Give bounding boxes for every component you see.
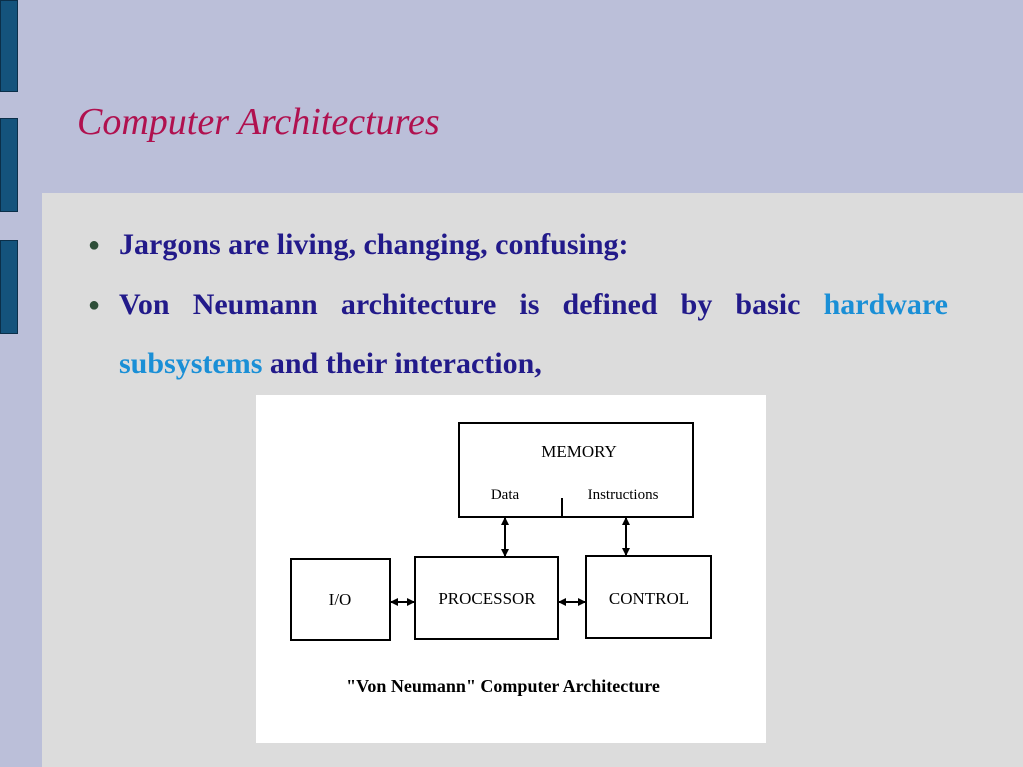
control-box: CONTROL bbox=[585, 555, 712, 639]
bullet-1-text: Jargons are living, changing, confusing: bbox=[119, 228, 629, 261]
diagram-caption: "Von Neumann" Computer Architecture bbox=[346, 676, 660, 696]
control-label: CONTROL bbox=[609, 589, 689, 608]
slide-title: Computer Architectures bbox=[77, 101, 440, 143]
bullet-2-text-after: and their interaction, bbox=[269, 347, 542, 380]
slide-tab-1 bbox=[0, 0, 18, 92]
processor-label: PROCESSOR bbox=[438, 589, 536, 608]
diagram-svg: MEMORY Data Instructions I/O PROCESSOR C… bbox=[290, 422, 712, 696]
memory-data-port-label: Data bbox=[491, 487, 520, 503]
bullet-dot-icon: ● bbox=[88, 234, 101, 256]
slide-tab-3 bbox=[0, 240, 18, 334]
memory-label: MEMORY bbox=[541, 442, 617, 461]
memory-box: MEMORY Data Instructions bbox=[458, 422, 694, 518]
slide-tab-2 bbox=[0, 118, 18, 212]
io-box: I/O bbox=[290, 558, 391, 641]
processor-box: PROCESSOR bbox=[414, 556, 559, 640]
io-label: I/O bbox=[329, 590, 352, 609]
von-neumann-diagram: MEMORY Data Instructions I/O PROCESSOR C… bbox=[256, 395, 766, 743]
bullet-text-2: Von Neumann architecture is defined by b… bbox=[119, 275, 948, 393]
bullet-text-1: Jargons are living, changing, confusing: bbox=[119, 215, 948, 274]
bullet-2-highlight: hardware subsystems bbox=[119, 288, 949, 380]
bullet-2-text-before: Von Neumann architecture is defined by b… bbox=[119, 288, 801, 321]
bullet-dot-icon: ● bbox=[88, 294, 101, 316]
memory-instructions-port-label: Instructions bbox=[588, 487, 659, 503]
